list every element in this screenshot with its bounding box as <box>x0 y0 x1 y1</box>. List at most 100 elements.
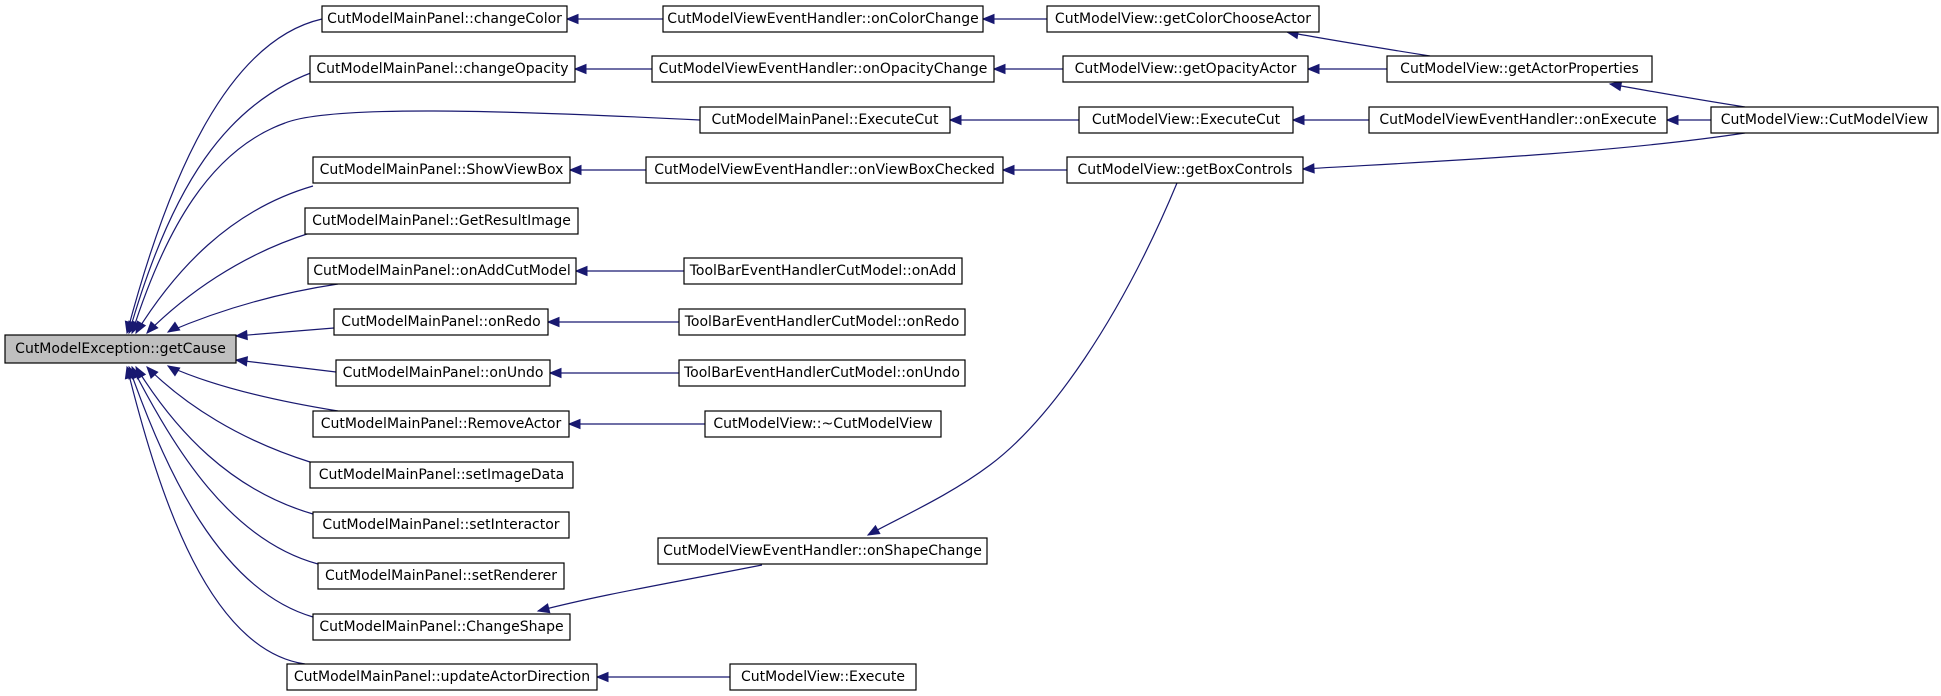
node-box[interactable] <box>729 663 917 691</box>
node-cutmodelmainpanel-changeshape[interactable]: CutModelMainPanel::ChangeShape <box>312 613 571 641</box>
node-box[interactable] <box>307 257 577 285</box>
node-box[interactable] <box>286 663 598 691</box>
arrowhead-e3-to-n4 <box>568 164 582 176</box>
node-cutmodelview-getopacityactor[interactable]: CutModelView::getOpacityActor <box>1062 55 1309 83</box>
node-label: CutModelViewEventHandler::onColorChange <box>667 11 978 27</box>
node-cutmodelvieweventhandler-oncolorchange[interactable]: CutModelViewEventHandler::onColorChange <box>662 5 984 33</box>
arrowhead-e4-to-n13 <box>536 603 551 614</box>
node-label: CutModelMainPanel::updateActorDirection <box>294 669 590 685</box>
node-cutmodelmainpanel-getresultimage[interactable]: CutModelMainPanel::GetResultImage <box>304 207 579 235</box>
node-box[interactable] <box>1710 106 1939 134</box>
node-cutmodelmainpanel-removeactor[interactable]: CutModelMainPanel::RemoveActor <box>312 410 570 438</box>
node-label: CutModelViewEventHandler::onShapeChange <box>663 543 982 559</box>
node-box[interactable] <box>1386 55 1653 83</box>
node-toolbareventhandlercutmodel-onredo[interactable]: ToolBarEventHandlerCutModel::onRedo <box>678 308 966 336</box>
node-cutmodelview-executecut[interactable]: CutModelView::ExecuteCut <box>1078 106 1294 134</box>
node-box[interactable] <box>651 55 995 83</box>
arrowhead-v4-to-e3 <box>1001 164 1015 176</box>
arrowhead-n5-to-root <box>146 320 159 334</box>
node-box[interactable] <box>4 334 237 364</box>
edge-getBoxControls-to-onShapeChange <box>867 182 1178 536</box>
node-box[interactable] <box>309 461 574 489</box>
graph-arrowheads <box>124 13 1679 683</box>
node-cutmodelmainpanel-onredo[interactable]: CutModelMainPanel::onRedo <box>333 308 549 336</box>
edge-setRenderer-to-getCause <box>131 366 319 565</box>
node-label: CutModelMainPanel::onAddCutModel <box>313 263 571 279</box>
node-label: CutModelMainPanel::ShowViewBox <box>320 162 564 178</box>
node-cutmodelmainpanel-onundo[interactable]: CutModelMainPanel::onUndo <box>335 359 551 387</box>
edge-changeColor-to-getCause <box>126 18 323 334</box>
node-label: CutModelMainPanel::changeColor <box>327 11 562 27</box>
node-cutmodelmainpanel-setinteractor[interactable]: CutModelMainPanel::setInteractor <box>312 511 570 539</box>
node-box[interactable] <box>1078 106 1294 134</box>
arrowhead-n14-to-root <box>124 365 135 380</box>
node-cutmodelexception-getcause[interactable]: CutModelException::getCause <box>4 334 237 364</box>
node-label: CutModelViewEventHandler::onOpacityChang… <box>659 61 988 77</box>
arrowhead-x1-to-n14 <box>595 671 609 683</box>
arrowhead-t1-to-n6 <box>574 265 588 277</box>
node-box[interactable] <box>704 410 942 438</box>
node-box[interactable] <box>657 537 988 565</box>
node-label: CutModelView::getBoxControls <box>1078 162 1293 178</box>
node-box[interactable] <box>683 257 963 285</box>
node-cutmodelview-execute[interactable]: CutModelView::Execute <box>729 663 917 691</box>
node-box[interactable] <box>1368 106 1668 134</box>
node-box[interactable] <box>304 207 579 235</box>
arrowhead-v7-to-v4 <box>1301 163 1315 174</box>
edge-CutModelView-to-getActorProperties <box>1609 83 1746 108</box>
node-box[interactable] <box>678 359 966 387</box>
node-box[interactable] <box>317 562 565 590</box>
node-label: CutModelView::Execute <box>741 669 905 685</box>
node-label: CutModelMainPanel::setImageData <box>319 467 564 483</box>
node-cutmodelvieweventhandler-onviewboxchecked[interactable]: CutModelViewEventHandler::onViewBoxCheck… <box>645 156 1004 184</box>
node-cutmodelvieweventhandler-onopacitychange[interactable]: CutModelViewEventHandler::onOpacityChang… <box>651 55 995 83</box>
node-toolbareventhandlercutmodel-onundo[interactable]: ToolBarEventHandlerCutModel::onUndo <box>678 359 966 387</box>
node-box[interactable] <box>662 5 984 33</box>
node-label: CutModelViewEventHandler::onExecute <box>1379 112 1656 128</box>
node-box[interactable] <box>335 359 551 387</box>
node-cutmodelmainpanel-updateactordirection[interactable]: CutModelMainPanel::updateActorDirection <box>286 663 598 691</box>
node-box[interactable] <box>309 55 576 83</box>
arrowhead-t2-to-n7 <box>546 316 560 328</box>
node-box[interactable] <box>1046 5 1320 33</box>
edge-onShapeChange-to-ChangeShape <box>537 564 763 612</box>
arrowhead-n10-to-root <box>146 366 159 380</box>
graph-nodes: CutModelException::getCauseCutModelMainP… <box>4 5 1939 691</box>
edge-RemoveActor-to-getCause <box>167 365 339 412</box>
node-cutmodelview-cutmodelview[interactable]: CutModelView::CutModelView <box>1710 106 1939 134</box>
node-cutmodelvieweventhandler-onexecute[interactable]: CutModelViewEventHandler::onExecute <box>1368 106 1668 134</box>
node-box[interactable] <box>321 5 568 33</box>
node-cutmodelmainpanel-changeopacity[interactable]: CutModelMainPanel::changeOpacity <box>309 55 576 83</box>
edge-getActorProperties-to-getColorChooseActor <box>1286 31 1431 57</box>
node-label: ToolBarEventHandlerCutModel::onUndo <box>683 365 960 381</box>
node-cutmodelview-getcolorchooseactor[interactable]: CutModelView::getColorChooseActor <box>1046 5 1320 33</box>
arrowhead-n9-to-root <box>166 365 181 377</box>
node-box[interactable] <box>312 613 571 641</box>
node-box[interactable] <box>699 106 951 134</box>
node-cutmodelview-getactorproperties[interactable]: CutModelView::getActorProperties <box>1386 55 1653 83</box>
node-cutmodelmainpanel-showviewbox[interactable]: CutModelMainPanel::ShowViewBox <box>312 156 571 184</box>
node-box[interactable] <box>312 511 570 539</box>
node-box[interactable] <box>333 308 549 336</box>
node-box[interactable] <box>678 308 966 336</box>
node-cutmodelmainpanel-onaddcutmodel[interactable]: CutModelMainPanel::onAddCutModel <box>307 257 577 285</box>
node-box[interactable] <box>312 410 570 438</box>
node-box[interactable] <box>645 156 1004 184</box>
node-toolbareventhandlercutmodel-onadd[interactable]: ToolBarEventHandlerCutModel::onAdd <box>683 257 963 285</box>
node-cutmodelvieweventhandler-onshapechange[interactable]: CutModelViewEventHandler::onShapeChange <box>657 537 988 565</box>
node-cutmodelview-cutmodelview[interactable]: CutModelView::~CutModelView <box>704 410 942 438</box>
arrowhead-t3-to-n8 <box>548 367 562 379</box>
arrowhead-e1-to-n1 <box>565 13 579 25</box>
node-cutmodelmainpanel-executecut[interactable]: CutModelMainPanel::ExecuteCut <box>699 106 951 134</box>
node-cutmodelmainpanel-setrenderer[interactable]: CutModelMainPanel::setRenderer <box>317 562 565 590</box>
node-label: CutModelView::~CutModelView <box>713 416 932 432</box>
node-cutmodelmainpanel-changecolor[interactable]: CutModelMainPanel::changeColor <box>321 5 568 33</box>
graph-edges <box>126 18 1746 678</box>
node-box[interactable] <box>1066 156 1304 184</box>
node-cutmodelview-getboxcontrols[interactable]: CutModelView::getBoxControls <box>1066 156 1304 184</box>
node-cutmodelmainpanel-setimagedata[interactable]: CutModelMainPanel::setImageData <box>309 461 574 489</box>
node-box[interactable] <box>312 156 571 184</box>
node-box[interactable] <box>1062 55 1309 83</box>
node-label: ToolBarEventHandlerCutModel::onRedo <box>684 314 960 330</box>
arrowhead-n6-to-root <box>166 321 181 333</box>
